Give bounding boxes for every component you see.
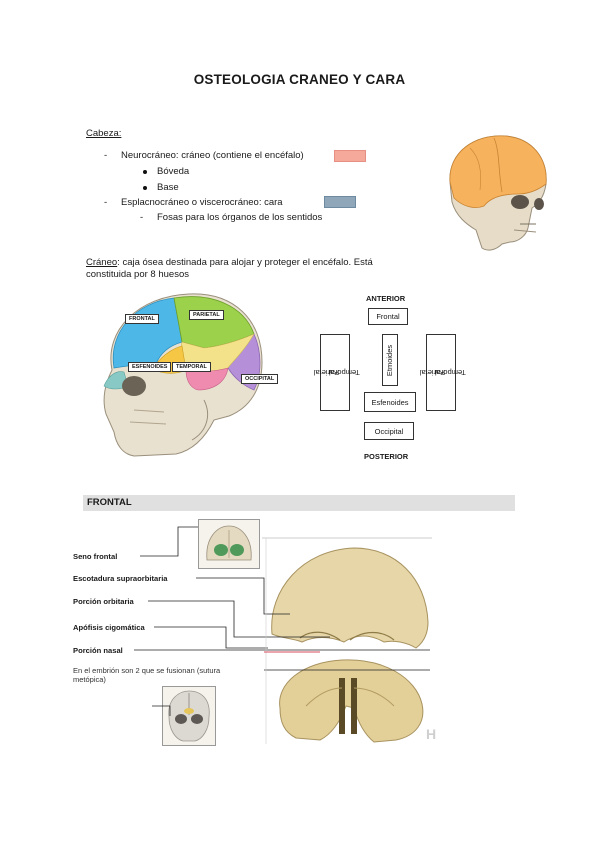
skull-illustration-front	[199, 520, 259, 568]
diagram-posterior-label: POSTERIOR	[364, 452, 409, 461]
list-dash: -	[104, 197, 108, 208]
frontal-label-porcion-orbitaria: Porción orbitaria	[73, 597, 134, 606]
viscerocraneo-swatch	[324, 196, 356, 208]
frontal-bone-illustration	[271, 547, 429, 743]
list-dash: -	[140, 212, 144, 223]
frontal-note-line1: En el embrión son 2 que se fusionan (sut…	[73, 666, 221, 675]
list-dash: -	[104, 150, 108, 161]
page-title: OSTEOLOGIA CRANEO Y CARA	[193, 72, 406, 87]
skull-label-parietal: PARIETAL	[189, 310, 224, 320]
list-item-fosas: Fosas para los órganos de los sentidos	[157, 212, 323, 223]
frontal-label-apofisis-cigomatica: Apófisis cigomática	[73, 623, 145, 632]
frontal-note-line2: metópica)	[73, 675, 106, 684]
craneo-paragraph-line2: constituida por 8 huesos	[86, 269, 189, 280]
inset-fetal-skull-frame	[162, 686, 216, 746]
craneo-term: Cráneo	[86, 257, 118, 268]
list-item-viscerocraneo: Esplacnocráneo o viscerocráneo: cara	[121, 197, 283, 208]
diagram-box-esfenoides: Esfenoides	[364, 392, 416, 412]
list-item-boveda: Bóveda	[157, 166, 190, 177]
skull-illustration-small	[449, 135, 547, 251]
skull-label-occipital: OCCIPITAL	[241, 374, 279, 384]
diagram-box-occipital: Occipital	[364, 422, 414, 440]
inset-frontal-sinus-frame	[198, 519, 260, 569]
diagram-box-frontal: Frontal	[368, 308, 408, 325]
cabeza-heading: Cabeza:	[86, 128, 122, 139]
diagram-anterior-label: ANTERIOR	[366, 294, 406, 303]
craneo-paragraph-line1: Cráneo: caja ósea destinada para alojar …	[86, 257, 373, 269]
bullet-dot	[143, 186, 147, 190]
fetal-skull-illustration	[163, 687, 215, 745]
bullet-dot	[143, 170, 147, 174]
diagram-box-etmoides: Etmoides	[382, 334, 398, 386]
list-item-base: Base	[157, 182, 179, 193]
craneo-definition: : caja ósea destinada para alojar y prot…	[117, 257, 373, 268]
frontal-label-porcion-nasal: Porción nasal	[73, 646, 123, 655]
skull-label-esfenoides: ESFENOIDES	[128, 362, 172, 372]
frontal-label-seno-frontal: Seno frontal	[73, 552, 118, 561]
frontal-section-heading: FRONTAL	[83, 495, 515, 511]
neurocraneo-swatch	[334, 150, 366, 162]
watermark-text: H	[426, 726, 437, 742]
skull-label-frontal: FRONTAL	[125, 314, 159, 324]
list-item-neurocraneo: Neurocráneo: cráneo (contiene el encéfal…	[121, 150, 304, 161]
frontal-label-escotadura-supraorbitaria: Escotadura supraorbitaria	[73, 574, 168, 583]
skull-label-temporal: TEMPORAL	[172, 362, 211, 372]
